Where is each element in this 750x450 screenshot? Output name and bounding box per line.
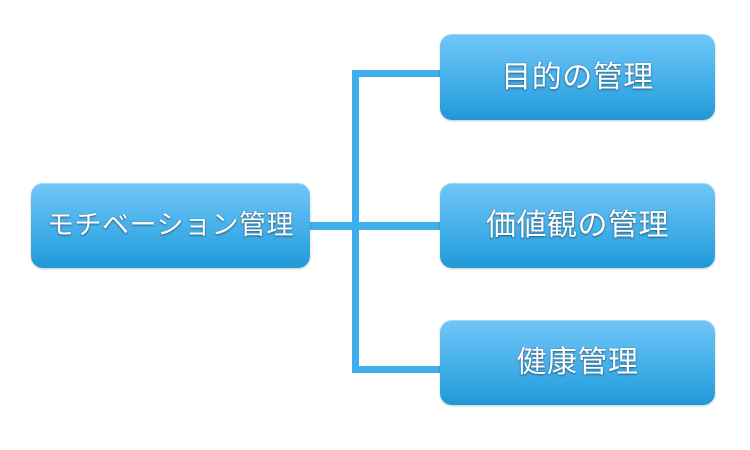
node-child-health-management[interactable]: 健康管理 bbox=[440, 320, 715, 405]
node-root-label: モチベーション管理 bbox=[47, 209, 294, 240]
node-child-2-label: 健康管理 bbox=[516, 346, 639, 379]
node-child-values-management[interactable]: 価値観の管理 bbox=[440, 183, 715, 268]
node-root[interactable]: モチベーション管理 bbox=[31, 183, 310, 268]
connector-branch-to-child-0 bbox=[352, 70, 444, 77]
node-child-0-label: 目的の管理 bbox=[501, 60, 654, 94]
connector-branch-to-child-1 bbox=[352, 222, 444, 230]
connector-vertical-trunk bbox=[352, 70, 359, 373]
node-child-purpose-management[interactable]: 目的の管理 bbox=[440, 34, 715, 120]
connector-branch-to-child-2 bbox=[352, 366, 444, 373]
connector-root-stub bbox=[308, 222, 358, 230]
node-child-1-label: 価値観の管理 bbox=[486, 209, 669, 242]
